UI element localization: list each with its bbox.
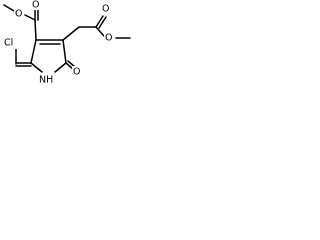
bond-ring-c4-c5 — [62, 39, 67, 64]
chemical-structure-diagram: O O O O O Cl NH — [3, 0, 131, 86]
bond-ring-c2-c3 — [30, 39, 37, 64]
atom-nh: NH — [39, 75, 53, 86]
bond-acetate-o-single — [95, 26, 105, 37]
atom-label-layer: O O O O O Cl NH — [3, 0, 115, 86]
bond-methyl-o-left — [3, 4, 15, 12]
bond-acetate-o-double-a — [95, 15, 104, 28]
atom-o-bottom: O — [73, 67, 80, 78]
bond-lactam-o-a — [65, 62, 74, 70]
bond-c4-ch2 — [62, 26, 80, 41]
atom-o-right: O — [105, 33, 112, 44]
bond-ring-n-c2 — [30, 62, 43, 73]
bond-o-carbonyl-left — [24, 14, 36, 21]
atom-o-top-center: O — [32, 0, 39, 11]
bond-acetate-o-double-b — [98, 16, 107, 29]
bond-ring-c5-n — [54, 62, 67, 73]
atom-o-top-right: O — [102, 4, 109, 15]
atom-cl: Cl — [4, 38, 13, 49]
bond-layer — [3, 4, 131, 73]
bond-carbonyl-ring — [34, 19, 37, 41]
atom-o-top-left: O — [15, 9, 22, 20]
